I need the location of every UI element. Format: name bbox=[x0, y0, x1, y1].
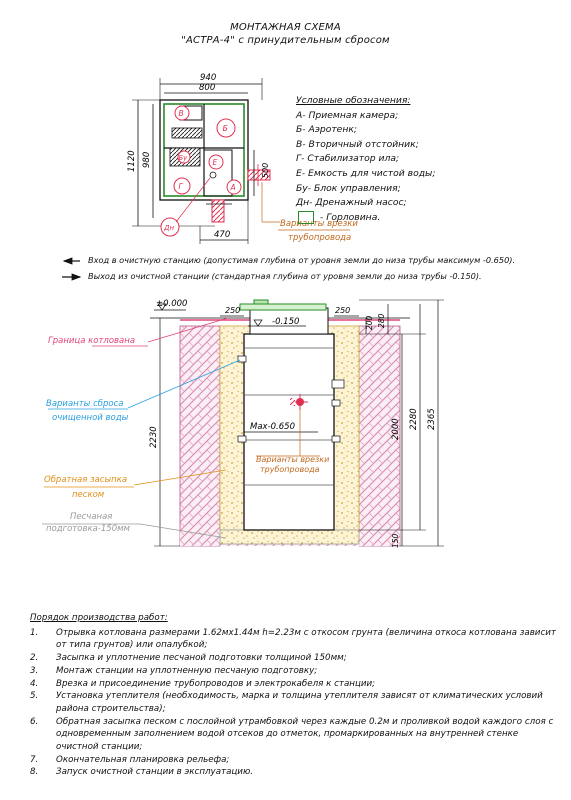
procedure-step: 1. Отрывка котлована размерами 1.62мх1.44… bbox=[30, 627, 560, 652]
plan-dim-500: 500 bbox=[261, 163, 270, 178]
label-backfill-2: песком bbox=[72, 490, 105, 500]
legend-item: Бу- Блок управления; bbox=[296, 182, 401, 194]
step-text: Окончательная планировка рельефа; bbox=[56, 754, 230, 765]
plan-dim-940: 940 bbox=[200, 73, 216, 83]
plan-label-v: В bbox=[179, 109, 184, 118]
plan-dim-800: 800 bbox=[199, 83, 215, 93]
label-backfill-1: Обратная засыпка bbox=[44, 475, 127, 485]
plan-dim-470: 470 bbox=[214, 230, 230, 240]
section-pipe-variants-2: трубопровода bbox=[260, 465, 320, 474]
section-dim-200: 200 bbox=[365, 315, 374, 330]
step-number: 1. bbox=[30, 627, 39, 638]
section-dim-280: 280 bbox=[377, 313, 386, 328]
section-level-top: -0.150 bbox=[272, 317, 299, 327]
plan-label-a: А bbox=[230, 183, 236, 192]
plan-label-bu: Бу bbox=[179, 154, 189, 162]
step-text: Отрывка котлована размерами 1.62мх1.44м … bbox=[56, 627, 556, 651]
section-view: -0.150 Max-0.650 Варианты врезки трубопр… bbox=[42, 299, 444, 548]
section-dim-2000: 2000 bbox=[391, 418, 401, 440]
legend-neck-label: - Горловина. bbox=[320, 211, 381, 223]
plan-label-dn: Дн bbox=[163, 224, 174, 232]
legend-item: Г- Стабилизатор ила; bbox=[296, 153, 400, 165]
section-dim-2365: 2365 bbox=[427, 408, 437, 430]
procedure-step: 5. Установка утеплителя (необходимость, м… bbox=[30, 690, 560, 715]
step-number: 4. bbox=[30, 678, 39, 689]
legend-item-neck: - Горловина. bbox=[296, 210, 435, 226]
plan-view: 940 800 1120 980 bbox=[127, 73, 358, 244]
drawing-title: МОНТАЖНАЯ СХЕМА bbox=[230, 22, 341, 33]
label-pit-boundary: Граница котлована bbox=[48, 336, 135, 346]
outlet-note: Выход из очистной станции (стандартная г… bbox=[88, 271, 482, 281]
procedure-header: Порядок производства работ: bbox=[30, 613, 168, 623]
section-dim-250-right: 250 bbox=[335, 306, 350, 315]
label-discharge-1: Варианты сброса bbox=[46, 399, 123, 409]
procedure-step: 7. Окончательная планировка рельефа; bbox=[30, 754, 560, 767]
plan-pipe-variants-2: трубопровода bbox=[288, 233, 351, 243]
step-number: 6. bbox=[30, 716, 39, 727]
procedure-step: 4. Врезка и присоединение трубопроводов и… bbox=[30, 678, 560, 691]
section-dim-2230: 2230 bbox=[149, 426, 159, 448]
step-number: 7. bbox=[30, 754, 39, 765]
plan-dim-1120: 1120 bbox=[127, 150, 137, 172]
plan-label-e: Е bbox=[213, 158, 218, 167]
neck-swatch-icon bbox=[298, 210, 314, 224]
legend-item: Е- Емкость для чистой воды; bbox=[296, 167, 436, 179]
plan-dim-980: 980 bbox=[142, 152, 152, 168]
plan-pipe-variants-1: Варианты врезки bbox=[280, 219, 358, 229]
step-number: 3. bbox=[30, 665, 39, 676]
section-dim-250-left: 250 bbox=[225, 306, 240, 315]
step-text: Засыпка и уплотнение песчаной подготовки… bbox=[56, 653, 347, 664]
label-sand-base-1: Песчаная bbox=[70, 512, 112, 522]
legend-item: Дн- Дренажный насос; bbox=[296, 197, 407, 209]
legend-item: В- Вторичный отстойник; bbox=[296, 138, 419, 150]
step-number: 8. bbox=[30, 767, 39, 778]
step-number: 2. bbox=[30, 653, 39, 664]
legend-item: Б- Аэротенк; bbox=[296, 124, 357, 136]
step-text: Запуск очистной станции в эксплуатацию. bbox=[56, 767, 254, 778]
section-dim-150: 150 bbox=[391, 533, 400, 548]
procedure-step: 3. Монтаж станции на уплотненную песчаную… bbox=[30, 665, 560, 678]
procedure-section: Порядок производства работ: 1. Отрывка ко… bbox=[30, 612, 560, 779]
section-dim-2280: 2280 bbox=[409, 408, 419, 430]
drawing-subtitle: "АСТРА-4" с принудительным сбросом bbox=[181, 35, 390, 46]
step-text: Обратная засыпка песком с послойной утра… bbox=[56, 716, 554, 753]
plan-label-b: Б bbox=[223, 124, 229, 133]
legend-item: А- Приемная камера; bbox=[296, 109, 399, 121]
procedure-step: 8. Запуск очистной станции в эксплуатацию… bbox=[30, 766, 560, 779]
step-text: Монтаж станции на уплотненную песчаную п… bbox=[56, 665, 318, 676]
procedure-step: 6. Обратная засыпка песком с послойной ут… bbox=[30, 716, 560, 754]
legend: Условные обозначения: А- Приемная камера… bbox=[296, 94, 435, 225]
inlet-note: Вход в очистную станцию (допустимая глуб… bbox=[88, 255, 516, 265]
legend-header: Условные обозначения: bbox=[296, 95, 411, 106]
section-level-max: Max-0.650 bbox=[250, 422, 295, 432]
section-zero-level: ±0.000 bbox=[156, 299, 187, 309]
label-sand-base-2: подготовка-150мм bbox=[46, 524, 131, 534]
plan-label-g: Г bbox=[179, 182, 184, 191]
step-text: Установка утеплителя (необходимость, мар… bbox=[56, 691, 543, 714]
step-text: Врезка и присоединение трубопроводов и э… bbox=[56, 678, 376, 689]
label-discharge-2: очищенной воды bbox=[52, 413, 129, 423]
step-number: 5. bbox=[30, 691, 39, 702]
section-pipe-variants-1: Варианты врезки bbox=[256, 455, 329, 464]
procedure-step: 2. Засыпка и уплотнение песчаной подготов… bbox=[30, 652, 560, 665]
